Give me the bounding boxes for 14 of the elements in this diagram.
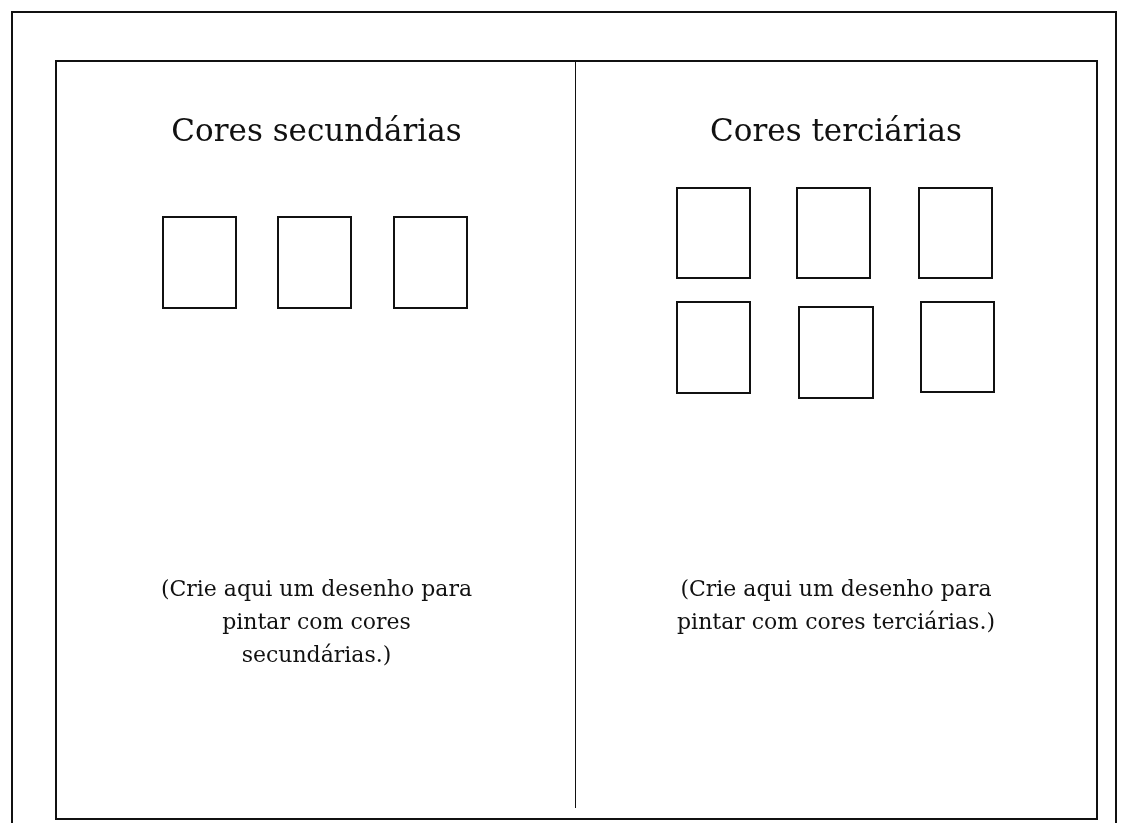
empty-color-box — [676, 187, 751, 279]
empty-color-box — [277, 216, 352, 309]
empty-color-box — [796, 187, 871, 279]
panel — [576, 60, 1098, 820]
empty-color-box — [798, 306, 874, 399]
empty-color-box — [918, 187, 993, 279]
instruction-text: (Crie aqui um desenho para pintar com cores terciárias.) — [676, 575, 996, 636]
empty-color-box — [162, 216, 237, 309]
instruction-text: (Crie aqui um desenho para pintar com cores secundárias.) — [159, 575, 474, 669]
empty-color-box — [920, 301, 995, 393]
empty-color-box — [393, 216, 468, 309]
panel-heading: Cores terciárias — [709, 111, 963, 150]
panel-heading: Cores secundárias — [170, 111, 463, 150]
empty-color-box — [676, 301, 751, 394]
